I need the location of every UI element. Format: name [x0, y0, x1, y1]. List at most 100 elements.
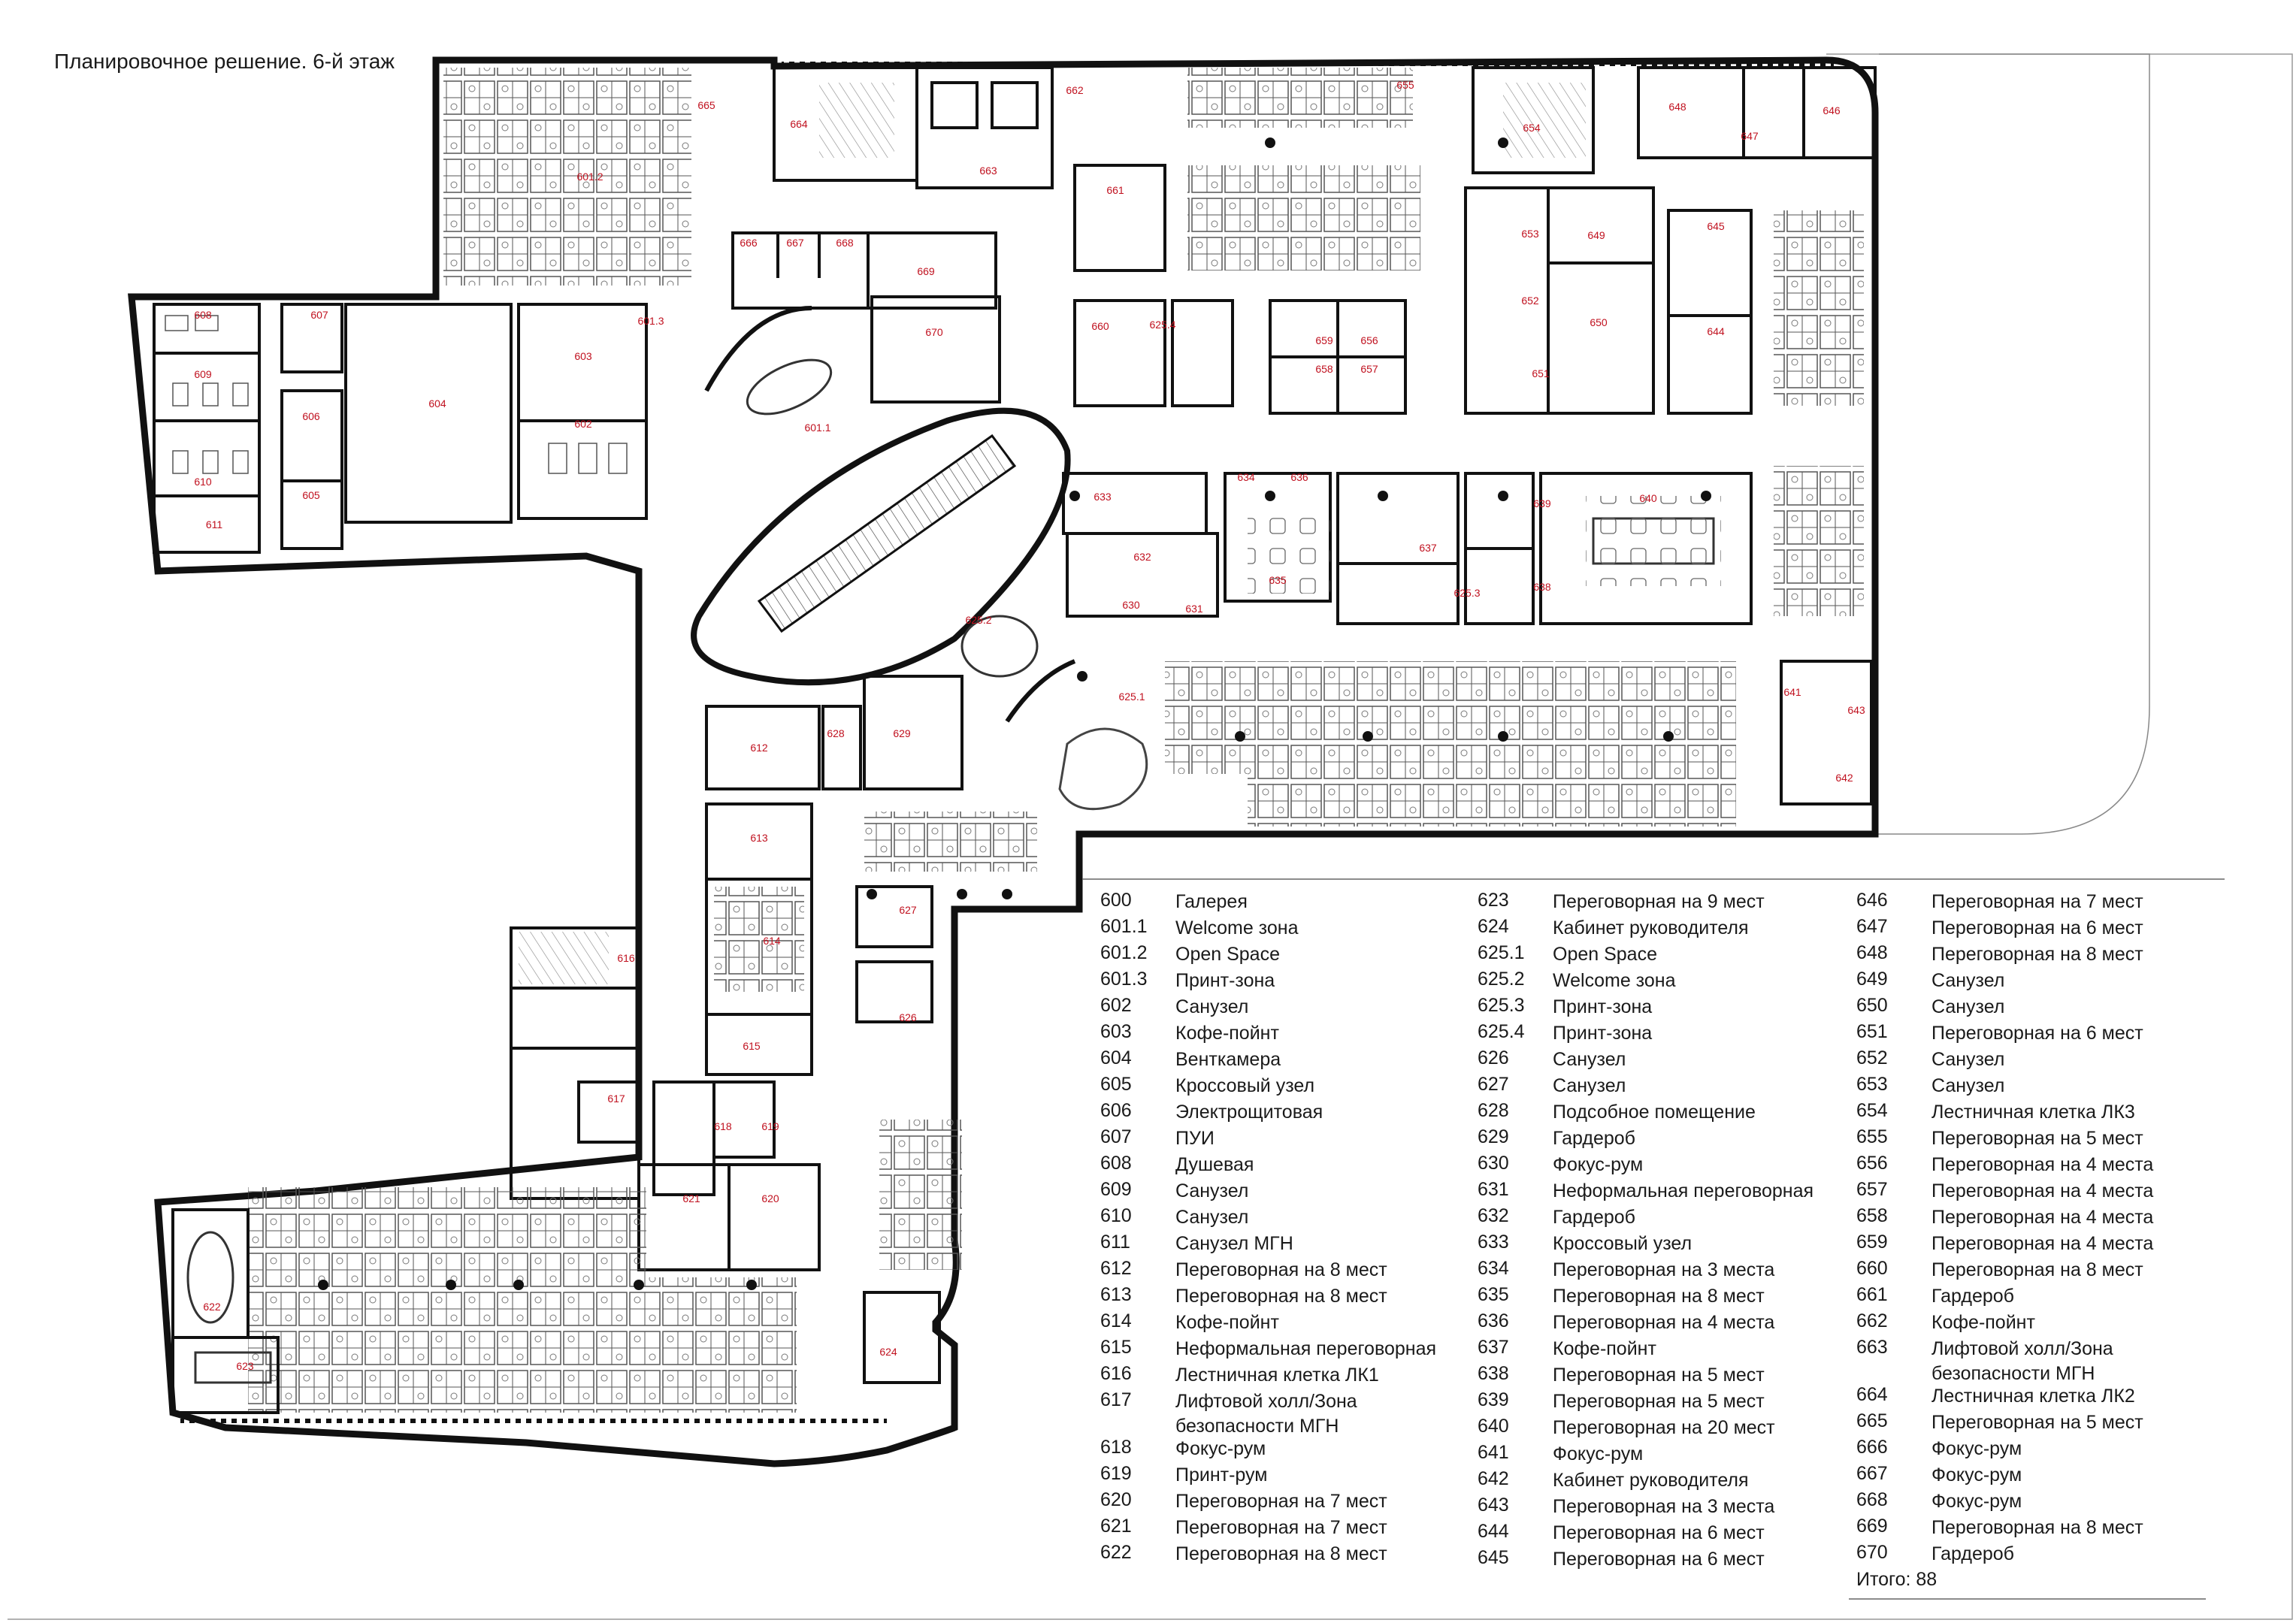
stair-616-treads — [519, 932, 609, 984]
legend-room-name: Лестничная клетка ЛК1 — [1175, 1365, 1379, 1386]
legend-room-number: 609 — [1100, 1179, 1132, 1200]
reception-625-1 — [1005, 659, 1076, 723]
legend-room-number: 602 — [1100, 995, 1132, 1016]
legend-room-number: 650 — [1856, 995, 1888, 1016]
legend-room-name: Санузел — [1553, 1049, 1626, 1070]
legend-room-name: Лестничная клетка ЛК2 — [1931, 1386, 2135, 1407]
legend-room-name: Гардероб — [1931, 1543, 2014, 1564]
room-label: 606 — [302, 410, 320, 422]
legend-room-number: 618 — [1100, 1437, 1132, 1458]
room-label: 626 — [899, 1011, 917, 1023]
room-label: 635 — [1269, 574, 1287, 586]
legend-room-number: 666 — [1856, 1437, 1888, 1458]
legend-room-name: Переговорная на 7 мест — [1175, 1517, 1387, 1538]
room-label: 649 — [1587, 229, 1605, 241]
legend-room-number: 654 — [1856, 1100, 1888, 1121]
room-label: 625.2 — [965, 614, 991, 626]
legend-room-name: Переговорная на 5 мест — [1931, 1412, 2143, 1433]
legend-room-number: 630 — [1478, 1153, 1509, 1174]
legend-room-name: Переговорная на 8 мест — [1553, 1286, 1765, 1307]
desk-cluster-north-2 — [1187, 68, 1413, 128]
legend-room-name: Переговорная на 3 места — [1553, 1259, 1775, 1280]
legend-room-name: Фокус-рум — [1553, 1443, 1644, 1464]
legend-room-number: 644 — [1478, 1521, 1509, 1542]
legend-room-number: 622 — [1100, 1542, 1132, 1563]
room-label: 651 — [1532, 367, 1550, 379]
legend-room-number: 641 — [1478, 1442, 1509, 1463]
legend-room-name: Фокус-рум — [1175, 1438, 1266, 1459]
legend-room-number: 626 — [1478, 1047, 1509, 1068]
desk-cluster-625-1 — [1248, 661, 1736, 827]
room-label: 661 — [1106, 184, 1124, 196]
room-label: 608 — [194, 309, 212, 321]
room-label: 607 — [310, 309, 328, 321]
legend-room-number: 633 — [1478, 1232, 1509, 1253]
room-label: 631 — [1185, 603, 1203, 615]
room-label: 623 — [236, 1360, 254, 1372]
window-strip-north — [782, 62, 1834, 66]
room-label: 621 — [682, 1192, 700, 1204]
room-label: 622 — [203, 1301, 221, 1313]
legend-room-name: Лифтовой холл/Зона безопасности МГН — [1175, 1391, 1357, 1437]
legend-room-number: 614 — [1100, 1310, 1132, 1331]
legend-room-name: Санузел — [1931, 1049, 2005, 1070]
legend-room-name: Переговорная на 9 мест — [1553, 891, 1765, 912]
desk-cluster-614 — [714, 887, 804, 992]
legend-room-number: 642 — [1478, 1468, 1509, 1489]
legend-room-number: 625.2 — [1478, 969, 1525, 990]
legend-room-number: 629 — [1478, 1126, 1509, 1147]
room-label: 642 — [1835, 772, 1853, 784]
legend-room-name: Кабинет руководителя — [1553, 917, 1749, 938]
legend-room-name: Принт-зона — [1175, 970, 1275, 991]
legend-room-name: Фокус-рум — [1553, 1154, 1644, 1175]
room-label: 667 — [786, 237, 804, 249]
legend-room-name: Лестничная клетка ЛК3 — [1931, 1102, 2135, 1123]
legend-room-number: 610 — [1100, 1205, 1132, 1226]
legend-room-number: 606 — [1100, 1100, 1132, 1121]
legend-room-number: 659 — [1856, 1232, 1888, 1253]
legend-room-number: 657 — [1856, 1179, 1888, 1200]
legend-room-number: 640 — [1478, 1416, 1509, 1437]
legend-room-name: Кофе-пойнт — [1175, 1023, 1279, 1044]
room-label: 634 — [1237, 471, 1255, 483]
legend-room-name: ПУИ — [1175, 1128, 1215, 1149]
room-label: 616 — [617, 952, 635, 964]
legend-room-name: Санузел МГН — [1175, 1233, 1293, 1254]
legend-room-number: 621 — [1100, 1516, 1132, 1537]
desk-cluster-east-2 — [1774, 466, 1864, 616]
room-label: 609 — [194, 368, 212, 380]
room-label: 627 — [899, 904, 917, 916]
room-label: 657 — [1360, 363, 1378, 375]
legend-room-number: 670 — [1856, 1542, 1888, 1563]
legend-room-name: Электрощитовая — [1175, 1102, 1323, 1123]
room-label: 664 — [790, 118, 808, 130]
columns — [318, 138, 1711, 1290]
legend-room-name: Переговорная на 7 мест — [1931, 891, 2143, 912]
legend-room-name: Переговорная на 8 мест — [1175, 1286, 1387, 1307]
room-label: 605 — [302, 489, 320, 501]
legend-room-number: 632 — [1478, 1205, 1509, 1226]
legend-room-name: Переговорная на 5 мест — [1553, 1391, 1765, 1412]
northeast-rooms — [1464, 66, 1877, 415]
legend-room-number: 645 — [1478, 1547, 1509, 1568]
legend-room-name: Переговорная на 8 мест — [1175, 1259, 1387, 1280]
legend-room-number: 625.4 — [1478, 1021, 1525, 1042]
legend-room-name: Переговорная на 8 мест — [1931, 1259, 2143, 1280]
legend-room-number: 646 — [1856, 890, 1888, 911]
galleria-void — [691, 407, 1071, 686]
room-label: 625.4 — [1149, 319, 1175, 331]
room-label: 665 — [697, 99, 715, 111]
room-label: 603 — [574, 350, 592, 362]
legend-room-number: 627 — [1478, 1074, 1509, 1095]
legend-room-name: Принт-рум — [1175, 1464, 1268, 1485]
legend-room-number: 662 — [1856, 1310, 1888, 1331]
legend-room-number: 611 — [1100, 1232, 1130, 1253]
west-wing — [153, 303, 648, 554]
legend-room-number: 635 — [1478, 1284, 1509, 1305]
chairs-635 — [1248, 511, 1330, 594]
desk-cluster-south-wing-2 — [646, 1277, 797, 1413]
legend-room-number: 647 — [1856, 916, 1888, 937]
room-label: 640 — [1639, 492, 1657, 504]
legend-room-number: 603 — [1100, 1021, 1132, 1042]
legend-room-number: 624 — [1478, 916, 1509, 937]
